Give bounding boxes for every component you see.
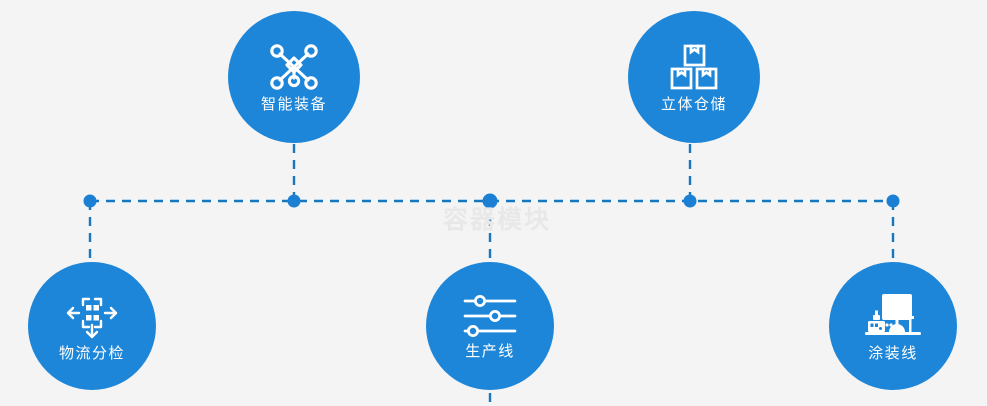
node-production-line[interactable]: 生产线 — [426, 262, 554, 390]
junction-dot-production-line — [482, 193, 498, 209]
network-nodes-icon — [268, 43, 320, 91]
node-painting-line[interactable]: 涂装线 — [829, 262, 957, 390]
junction-dot-smart-equipment — [287, 194, 301, 208]
junction-dot-painting-line — [886, 194, 900, 208]
node-label-painting-line: 涂装线 — [868, 344, 918, 362]
node-logistics-sorting[interactable]: 物流分检 — [28, 262, 156, 390]
junction-dot-stereo-storage — [683, 194, 697, 208]
node-label-stereo-storage: 立体仓储 — [660, 95, 727, 113]
node-label-logistics-sorting: 物流分检 — [58, 344, 125, 362]
stacked-boxes-icon — [668, 43, 720, 91]
sliders-icon — [462, 294, 518, 338]
paint-booth-machine-icon — [864, 292, 922, 340]
node-label-smart-equipment: 智能装备 — [260, 95, 327, 113]
node-smart-equipment[interactable]: 智能装备 — [228, 11, 360, 143]
node-label-production-line: 生产线 — [465, 342, 515, 360]
junction-dot-logistics-sorting — [83, 194, 97, 208]
sorting-arrows-grid-icon — [65, 292, 119, 340]
node-stereo-storage[interactable]: 立体仓储 — [628, 11, 760, 143]
